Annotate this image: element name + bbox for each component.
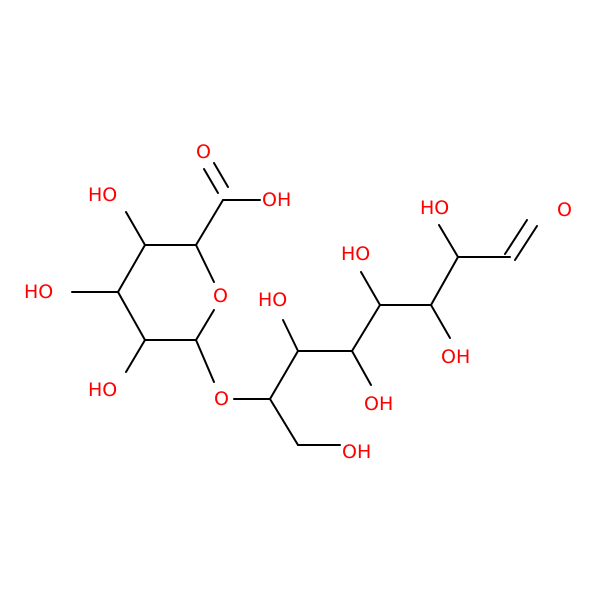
ring-hydroxyl-bottom-label: HO	[88, 379, 117, 401]
bond-chain-c4-oh	[351, 350, 372, 386]
ring-hydroxyl-top-label: HO	[88, 184, 117, 206]
bond-chain-c6-oh	[430, 304, 451, 339]
chain-hydroxyl-c4-label: OH	[364, 393, 393, 415]
bond-chain-c2-c1	[269, 398, 299, 446]
bond-chain-c2-c3	[269, 350, 299, 400]
bond-ring-carboxyl	[195, 199, 224, 246]
bond-c2-oh	[125, 339, 146, 373]
bond-chain-c7-oh	[438, 224, 459, 258]
carboxyl-hydroxyl-label: OH	[262, 189, 291, 211]
bond-c1-glycosidic-o	[195, 339, 215, 383]
chain-hydroxyl-c6-label: OH	[441, 346, 470, 368]
ring-oxygen-label: O	[213, 285, 228, 307]
chain-hydroxyl-c3-label: HO	[258, 289, 287, 311]
bond-aldehyde-double-a	[504, 219, 528, 255]
aldehyde-oxygen-label: O	[557, 199, 572, 221]
bond-ring-c3-c2	[117, 291, 146, 341]
bond-layer	[71, 162, 538, 446]
bond-ring-c4-c3	[117, 244, 146, 293]
glycosidic-oxygen-label: O	[214, 388, 229, 410]
bond-carbonyl-double-a	[203, 168, 219, 194]
carbonyl-oxygen-label: O	[196, 141, 211, 163]
bond-chain-c6-c7	[430, 256, 459, 306]
bond-chain-c4-c5	[351, 304, 381, 352]
bond-chain-c5-oh	[360, 271, 381, 306]
bond-carbonyl-double-b	[213, 162, 229, 188]
bond-c4-oh	[125, 211, 146, 246]
chain-hydroxyl-c5-label: HO	[341, 243, 370, 265]
bond-chain-c3-oh	[282, 319, 299, 352]
ring-hydroxyl-mid-label: HO	[24, 281, 53, 303]
bond-ring-o-c5	[195, 244, 215, 283]
atom-label-layer: O OH HO HO HO O O HO HO OH OH HO OH O	[24, 141, 572, 463]
primary-hydroxyl-label: OH	[342, 441, 371, 463]
bond-aldehyde-double-b	[514, 225, 538, 261]
chain-hydroxyl-c7-label: HO	[420, 197, 449, 219]
bond-ring-c1-o	[195, 309, 215, 341]
